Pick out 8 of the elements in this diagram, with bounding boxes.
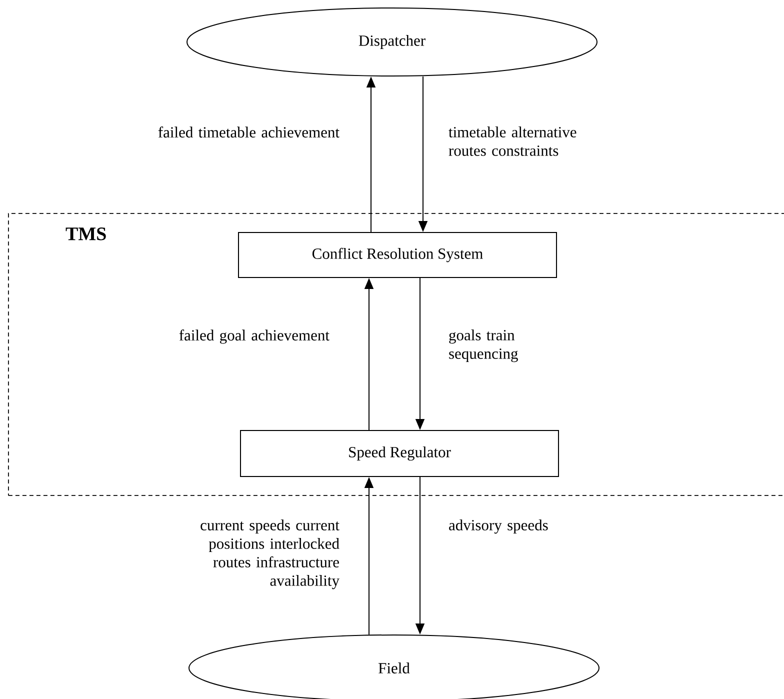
process-box: Conflict Resolution System: [238, 232, 557, 278]
edge-label: current speeds current positions interlocked routes infrastructure availability: [200, 520, 340, 590]
edge-label: failed goal achievement: [179, 330, 330, 344]
process-box: Speed Regulator: [240, 430, 559, 477]
edge-label: timetable alternative routes constraints: [448, 126, 576, 156]
edge-label: failed timetable achievement: [158, 126, 340, 138]
edge-label: goals train sequencing: [449, 330, 518, 362]
edge-label: advisory speeds: [449, 520, 548, 534]
